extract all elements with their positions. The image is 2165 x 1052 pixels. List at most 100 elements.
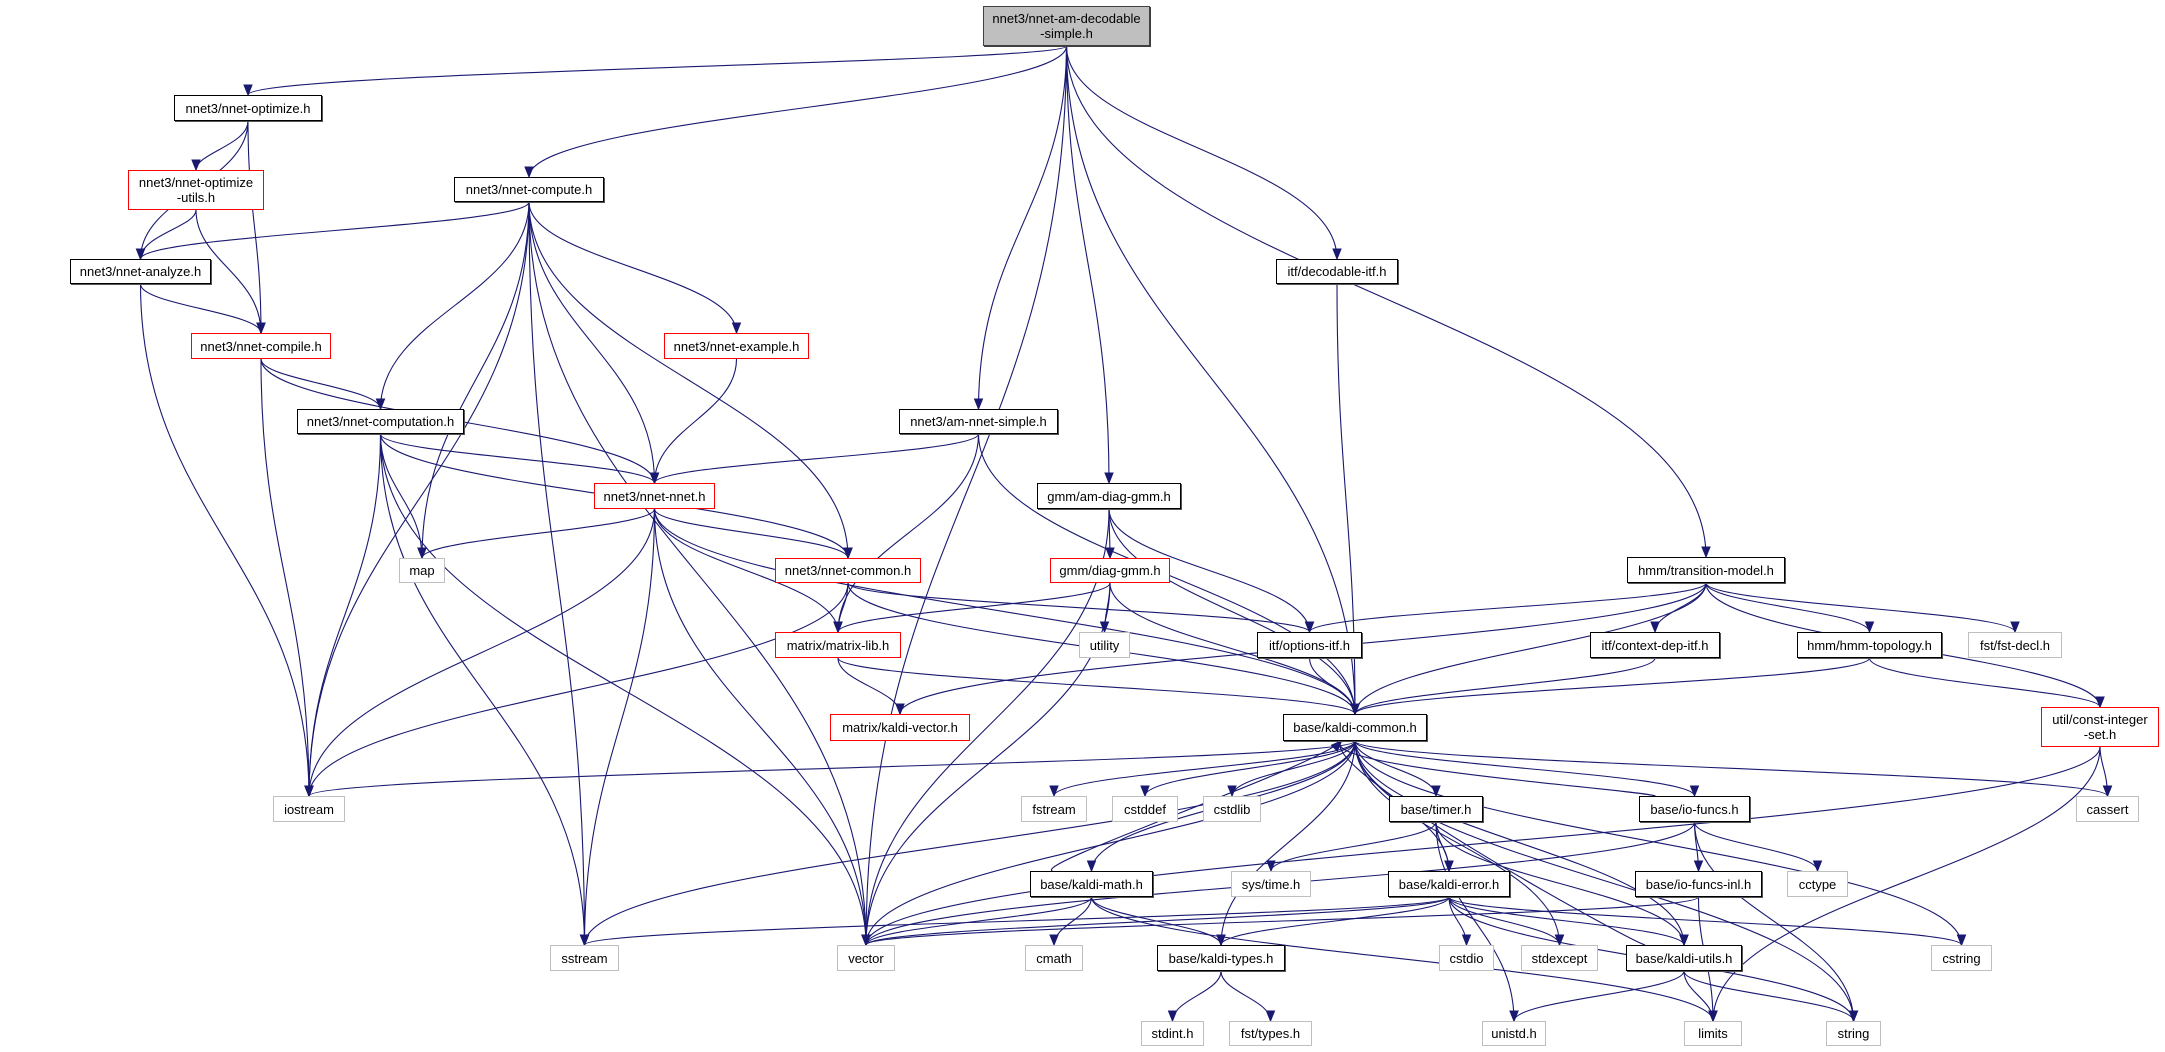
graph-node-cstring: cstring (1931, 945, 1992, 971)
arrowhead-icon (1848, 1010, 1859, 1023)
graph-node-base-kaldi-types-h[interactable]: base/kaldi-types.h (1157, 945, 1285, 971)
node-label: map (409, 563, 435, 578)
graph-node-matrix-kaldi-vector-h[interactable]: matrix/kaldi-vector.h (830, 714, 970, 741)
edge-kaldi_error-to-kaldi_utils (1448, 896, 1685, 946)
graph-node-hmm-transition-model-h[interactable]: hmm/transition-model.h (1627, 557, 1785, 583)
arrowhead-icon (579, 934, 590, 947)
graph-node-cmath: cmath (1025, 945, 1083, 971)
node-label: base/timer.h (1400, 801, 1472, 817)
graph-node-gmm-diag-gmm-h[interactable]: gmm/diag-gmm.h (1050, 558, 1170, 583)
edge-io_funcs-to-cctype (1693, 821, 1819, 872)
edge-nnet_nnet-to-nnet_common (653, 508, 849, 559)
arrowhead-icon (1689, 785, 1700, 798)
arrowhead-icon (1444, 860, 1454, 873)
arrowhead-icon (417, 547, 427, 560)
edge-kaldi_common-to-cassert (1354, 740, 2109, 797)
node-label: nnet3/nnet-am-decodable -simple.h (992, 11, 1141, 41)
graph-node-base-kaldi-error-h[interactable]: base/kaldi-error.h (1388, 871, 1510, 897)
graph-node-util-const-integer-set-h[interactable]: util/const-integer -set.h (2041, 707, 2159, 747)
edge-diag_gmm-to-matrix_lib (837, 582, 1111, 633)
edge-nnet_optimize-to-nnet_optimize_utils (195, 120, 249, 171)
graph-node-base-kaldi-common-h[interactable]: base/kaldi-common.h (1283, 714, 1427, 741)
graph-node-nnet3-nnet-optimize-utils-h[interactable]: nnet3/nnet-optimize -utils.h (128, 170, 264, 210)
node-label: sys/time.h (1241, 876, 1301, 892)
edge-nnet_computation-to-nnet_nnet (379, 433, 656, 484)
edge-nnet_analyze-to-iostream (139, 283, 310, 797)
graph-node-base-timer-h[interactable]: base/timer.h (1389, 796, 1483, 822)
graph-node-itf-decodable-itf-h[interactable]: itf/decodable-itf.h (1276, 259, 1398, 284)
arrowhead-icon (1701, 546, 1711, 559)
edge-nnet_compile-to-iostream (260, 358, 310, 797)
edge-nnet_nnet-to-sstream (583, 508, 656, 946)
edge-am_nnet_simple-to-matrix_lib (837, 433, 980, 633)
edge-kaldi_common-to-cstdlib (1231, 740, 1356, 797)
arrowhead-icon (1104, 472, 1114, 485)
node-label: base/kaldi-error.h (1398, 876, 1500, 892)
graph-node-vector: vector (837, 945, 895, 971)
edge-root-to-nnet_compute (528, 45, 1068, 178)
edge-nnet_compute-to-nnet_nnet (528, 201, 656, 484)
edge-kaldi_common-to-kaldi_types (1220, 740, 1356, 946)
edge-kaldi_common-to-kaldi_utils (1354, 740, 1685, 946)
edge-matrix_lib-to-kaldi_common (837, 657, 1356, 715)
graph-node-nnet3-nnet-common-h[interactable]: nnet3/nnet-common.h (775, 558, 921, 583)
graph-node-gmm-am-diag-gmm-h[interactable]: gmm/am-diag-gmm.h (1037, 483, 1181, 509)
arrowhead-icon (1956, 934, 1967, 947)
arrowhead-icon (243, 84, 253, 97)
edge-nnet_optimize_utils-to-nnet_compile (195, 209, 262, 334)
graph-node-utility: utility (1079, 632, 1130, 658)
edge-nnet_computation-to-iostream (308, 433, 382, 797)
arrowhead-icon (1086, 860, 1097, 873)
node-label: nnet3/nnet-analyze.h (79, 264, 202, 279)
graph-node-nnet3-nnet-computation-h[interactable]: nnet3/nnet-computation.h (297, 409, 464, 434)
graph-node-nnet3-nnet-example-h[interactable]: nnet3/nnet-example.h (664, 333, 809, 359)
arrowhead-icon (1350, 703, 1360, 716)
node-label: fst/fst-decl.h (1979, 637, 2051, 653)
arrowhead-icon (1461, 934, 1472, 947)
arrowhead-icon (1332, 248, 1342, 261)
graph-node-base-io-funcs-h[interactable]: base/io-funcs.h (1639, 796, 1750, 822)
graph-node-base-kaldi-utils-h[interactable]: base/kaldi-utils.h (1626, 945, 1742, 971)
edge-transition_model-to-context_dep_itf (1654, 582, 1707, 633)
arrowhead-icon (649, 472, 660, 485)
graph-node-itf-options-itf-h[interactable]: itf/options-itf.h (1257, 632, 1362, 658)
graph-node-matrix-matrix-lib-h[interactable]: matrix/matrix-lib.h (775, 632, 901, 658)
node-label: unistd.h (1491, 1026, 1537, 1041)
node-label: base/kaldi-types.h (1168, 950, 1274, 966)
edge-io_funcs-to-string (1693, 821, 1855, 1022)
graph-node-nnet3-nnet-compile-h[interactable]: nnet3/nnet-compile.h (191, 333, 331, 359)
arrowhead-icon (1708, 1010, 1718, 1023)
graph-node-hmm-hmm-topology-h[interactable]: hmm/hmm-topology.h (1797, 632, 1942, 658)
graph-node-base-kaldi-math-h[interactable]: base/kaldi-math.h (1030, 871, 1153, 897)
graph-node-base-io-funcs-inl-h[interactable]: base/io-funcs-inl.h (1635, 871, 1762, 897)
graph-node-nnet3-am-nnet-simple-h[interactable]: nnet3/am-nnet-simple.h (899, 409, 1058, 434)
edge-root-to-kaldi_common (1065, 45, 1356, 715)
arrowhead-icon (256, 322, 266, 335)
edge-kaldi_math-to-cmath (1053, 896, 1093, 946)
graph-node-nnet3-nnet-nnet-h[interactable]: nnet3/nnet-nnet.h (594, 483, 715, 509)
arrowhead-icon (1266, 860, 1276, 873)
graph-node-nnet3-nnet-compute-h[interactable]: nnet3/nnet-compute.h (454, 177, 604, 202)
node-label: hmm/transition-model.h (1638, 562, 1774, 578)
edge-timer-to-unistd (1435, 821, 1515, 1022)
graph-node-nnet3-nnet-optimize-h[interactable]: nnet3/nnet-optimize.h (174, 95, 322, 121)
node-label: nnet3/nnet-computation.h (306, 414, 455, 429)
edge-nnet_optimize-to-nnet_compile (247, 120, 262, 334)
node-label: nnet3/nnet-compute.h (465, 182, 593, 197)
edge-io_funcs_inl-to-vector (865, 896, 1700, 946)
node-label: vector (848, 950, 884, 966)
node-label: hmm/hmm-topology.h (1807, 637, 1932, 653)
node-label: cmath (1036, 950, 1072, 966)
node-label: matrix/kaldi-vector.h (842, 720, 958, 735)
node-label: base/io-funcs.h (1650, 801, 1739, 817)
node-label: cstdio (1449, 950, 1484, 966)
node-label: string (1837, 1026, 1870, 1041)
edge-nnet_nnet-to-map (421, 508, 656, 559)
edge-io_funcs-to-kaldi_common (1339, 740, 1656, 797)
graph-node-nnet3-nnet-analyze-h[interactable]: nnet3/nnet-analyze.h (70, 259, 211, 284)
edge-hmm_topology-to-kaldi_common (1354, 657, 1871, 715)
arrowhead-icon (1304, 621, 1315, 634)
graph-node-itf-context-dep-itf-h[interactable]: itf/context-dep-itf.h (1590, 632, 1720, 658)
